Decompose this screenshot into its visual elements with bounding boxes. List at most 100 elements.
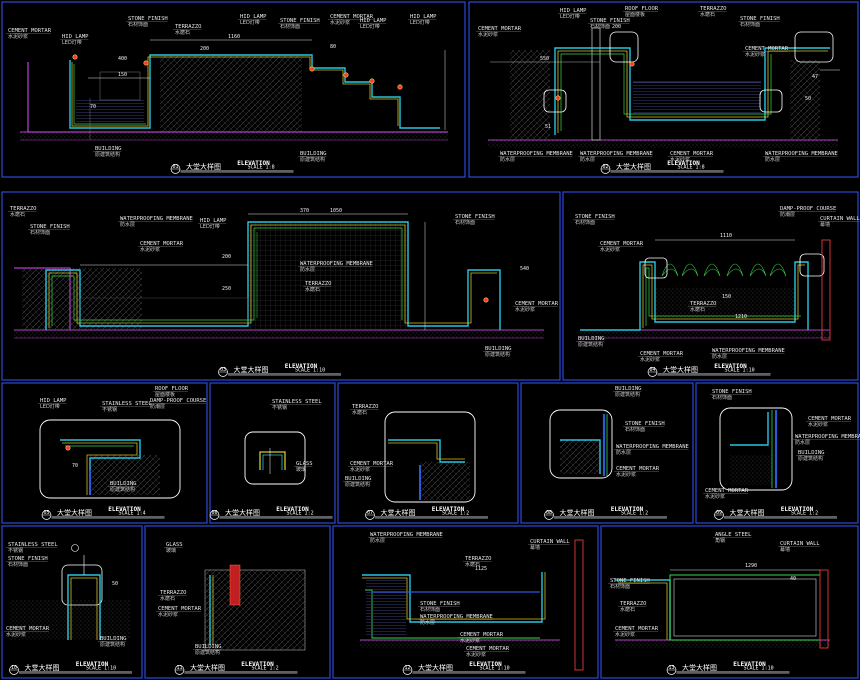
panel-frame-02: [468, 1, 859, 178]
label-en: BUILDING: [578, 336, 605, 342]
label-en: CEMENT MORTAR: [640, 351, 684, 357]
panel-number: 05: [43, 510, 49, 516]
plant-symbol-04: [749, 263, 767, 277]
dimension-value: 80: [330, 44, 336, 50]
panel-frame-10: [1, 525, 143, 679]
label-en: WATERPROOFING MEMBRANE: [765, 151, 838, 157]
panel-title: ELEVATION: [432, 506, 465, 513]
label-en: STONE FINISH: [128, 16, 168, 22]
label-cn: 原建筑结构: [578, 341, 603, 348]
mortar-profile-04: [642, 264, 805, 328]
panel-number: 02: [602, 164, 608, 170]
label-cn: 石材饰面: [128, 21, 148, 28]
stone-profile-08: [560, 439, 601, 474]
dimension-value: 1210: [735, 314, 747, 320]
mortar-profile-05: [62, 442, 138, 495]
label-cn: LED灯带: [410, 19, 430, 26]
label-cn: 不锈钢: [102, 406, 117, 413]
label-cn: 水泥砂浆: [8, 33, 28, 40]
callout-circle-10: [71, 544, 79, 552]
lamp-symbol-01: [343, 72, 349, 78]
label-cn: 原建筑结构: [195, 649, 220, 656]
label-en: TERRAZZO: [465, 556, 492, 562]
label-en: STONE FINISH: [455, 214, 495, 220]
panel-frame-05: [1, 382, 208, 524]
label-en: TERRAZZO: [700, 6, 727, 12]
panel-title-cn: 大堂大样图: [560, 508, 595, 517]
panel-title-cn: 大堂大样图: [418, 663, 453, 672]
lamp-symbol-01: [143, 60, 149, 66]
panel-title-cn: 大堂大样图: [190, 663, 225, 672]
label-en: ROOF FLOOR: [155, 386, 189, 392]
ground-fill-13: [615, 640, 830, 648]
label-cn: 防潮层: [150, 403, 165, 410]
stone-profile-03: [45, 221, 501, 330]
label-en: STONE FINISH: [625, 421, 665, 427]
label-en: WATERPROOFING MEMBRANE: [580, 151, 653, 157]
panel-title: ELEVATION: [276, 506, 309, 513]
curtain-wall-12: [574, 539, 584, 671]
panel-title-cn: 大堂大样图: [225, 508, 260, 517]
label-cn: 水泥砂浆: [478, 31, 498, 38]
label-en: WATERPROOFING MEMBRANE: [120, 216, 193, 222]
dimension-value: 1160: [228, 34, 240, 40]
label-en: WATERPROOFING MEMBRANE: [616, 444, 689, 450]
dimension-value: 1125: [475, 566, 487, 572]
label-en: CURTAIN WALL: [780, 541, 820, 547]
label-en: CURTAIN WALL: [820, 216, 860, 222]
panel-title: ELEVATION: [241, 661, 274, 668]
panel-number: 12: [404, 665, 410, 671]
label-en: CEMENT MORTAR: [330, 14, 374, 20]
label-en: BUILDING: [615, 386, 642, 392]
label-en: BUILDING: [110, 481, 137, 487]
label-en: BUILDING: [95, 146, 122, 152]
dimension-value: 150: [118, 72, 127, 78]
label-cn: 水泥砂浆: [515, 306, 535, 313]
panel-frame-13: [600, 525, 859, 679]
plant-symbol-04: [726, 263, 744, 277]
lamp-symbol-03: [483, 297, 489, 303]
panel-title: ELEVATION: [781, 506, 814, 513]
label-cn: 原建筑结构: [95, 151, 120, 158]
waterproof-profile-03: [51, 227, 403, 326]
wall-fill-08: [560, 440, 600, 474]
panel-title-cn: 大堂大样图: [682, 663, 717, 672]
label-en: DAMP-PROOF COURSE: [780, 206, 836, 212]
water-fill-01: [76, 100, 144, 122]
panel-frame-12: [332, 525, 599, 679]
panel-title-cn: 大堂大样图: [186, 162, 221, 171]
detail-boundary-05: [39, 419, 181, 499]
label-cn: 水磨石: [175, 29, 190, 36]
label-en: STONE FINISH: [8, 556, 48, 562]
panel-title-cn: 大堂大样图: [730, 508, 765, 517]
panel-number: 01: [172, 164, 178, 170]
label-cn: 原建筑结构: [110, 486, 135, 493]
label-cn: 水泥砂浆: [330, 19, 350, 26]
label-cn: 石材饰面: [455, 219, 475, 226]
dim-box-01: [99, 71, 141, 101]
label-en: GLASS: [166, 542, 183, 548]
panel-number: 07: [367, 510, 373, 516]
label-cn: 石材饰面: [625, 426, 645, 433]
panel-scale: SCALE 1:2: [287, 511, 314, 517]
